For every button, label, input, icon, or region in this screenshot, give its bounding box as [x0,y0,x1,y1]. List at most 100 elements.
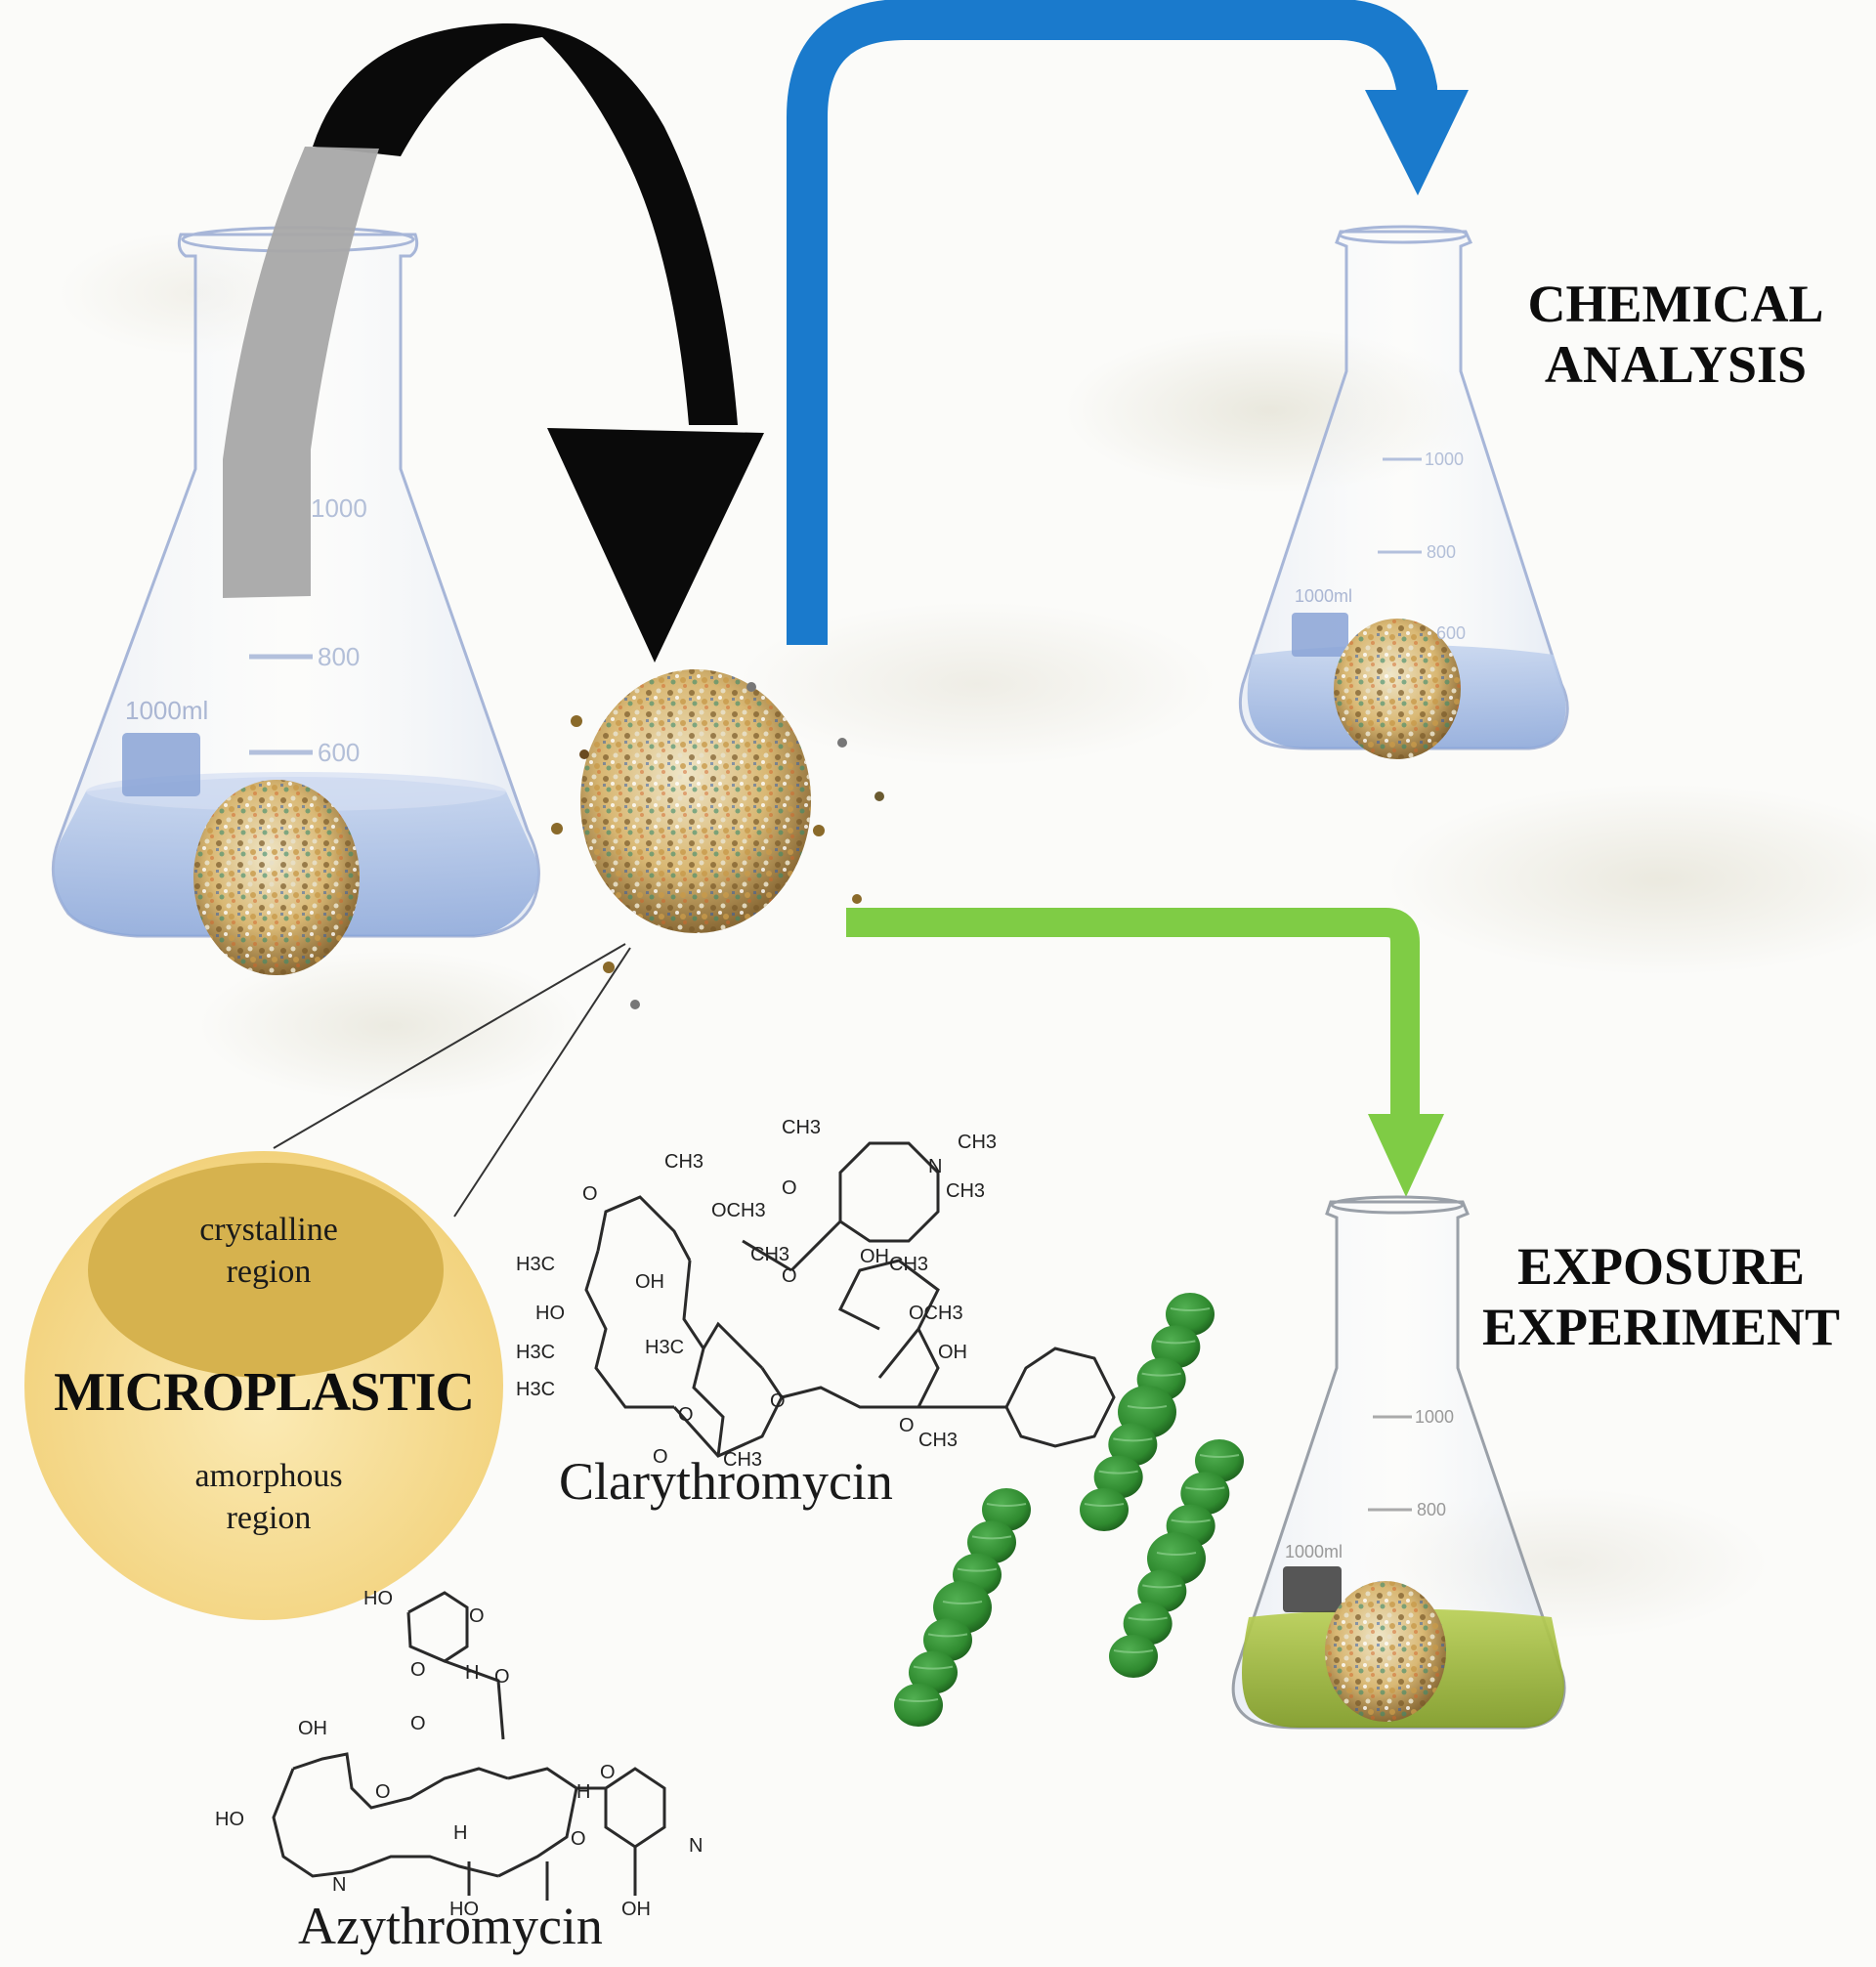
chem-ch3: CH3 [946,1180,985,1202]
blue-analysis-arrow [787,0,1469,645]
particle [579,749,589,759]
algae-cell [1180,1472,1230,1516]
arrow-tail-ribbon [223,147,379,598]
algae-cell-septum [1156,1340,1196,1345]
bond [1004,1347,1116,1448]
chem-o: O [678,1404,694,1426]
algae-cell-septum [913,1665,954,1670]
chem-o: O [782,1177,797,1199]
algae-cell [982,1488,1031,1531]
exposure-experiment-label: EXPOSURE EXPERIMENT [1456,1236,1866,1357]
analysis-flask-capacity: 1000ml [1295,586,1353,606]
particle [813,825,825,836]
particle [571,715,582,727]
algae-cell-septum [1128,1616,1168,1621]
green-exposure-arrow [846,908,1444,1197]
zoom-line [273,943,626,1149]
chem-oh: OH [860,1246,889,1267]
azithromycin-name: Azythromycin [298,1897,603,1955]
algae-cell-septum [1113,1437,1153,1442]
algae-cell-septum [942,1601,983,1604]
bond [272,1768,499,1878]
crystalline-line-1: crystalline [199,1212,338,1248]
amorphous-region-label: amorphous region [127,1456,410,1539]
chem-n: N [689,1835,703,1857]
exposure-experiment-line-1: EXPOSURE [1516,1237,1806,1296]
analysis-flask-tick-600: 600 [1436,623,1467,643]
chem-oh: OH [938,1342,967,1363]
algae-cell [1123,1602,1172,1646]
chem-ch3: CH3 [723,1449,762,1471]
particle [746,682,756,692]
particle [603,962,615,973]
arrow-head [1368,1114,1444,1197]
flask-label-patch [1292,613,1348,657]
algae-cell-septum [986,1503,1027,1507]
algae-cell [909,1650,958,1694]
clarithromycin-name: Clarythromycin [559,1452,893,1511]
arrow-shaft [846,908,1420,1124]
bond [596,1195,692,1261]
left-flask-tick-1000: 1000 [311,493,367,523]
exposure-flask-tick-1000: 1000 [1415,1407,1455,1427]
particle [874,791,884,801]
algae-cell [1109,1635,1158,1678]
bond [584,1250,674,1409]
microplastic-title: MICROPLASTIC [54,1362,475,1423]
bond [742,1239,792,1272]
chem-ch3: CH3 [782,1117,821,1138]
bond [838,1141,940,1243]
chem-h3c: H3C [516,1379,555,1400]
chem-och3: OCH3 [711,1200,766,1221]
azithromycin-structure [272,1591,666,1901]
chemical-analysis-label: CHEMICAL ANALYSIS [1495,274,1856,395]
chem-h: H [465,1662,479,1684]
analysis-flask [1238,225,1569,759]
flask-label-patch [122,733,200,796]
algae-cell-septum [1171,1518,1211,1523]
arrow-head [1365,90,1469,195]
exposure-flask-capacity: 1000ml [1285,1542,1343,1561]
left-flask-tick-600: 600 [318,738,361,767]
chem-h3c: H3C [516,1342,555,1363]
algae-cell-septum [1199,1454,1240,1458]
chem-ch3: CH3 [958,1132,997,1153]
chem-ho: HO [535,1303,565,1324]
algae-cell-septum [1170,1307,1211,1311]
algae-cell-septum [1156,1552,1197,1556]
central-microplastic [273,669,884,1218]
bond [789,1219,842,1272]
bond [702,1321,764,1370]
microplastic-detail [24,1151,503,1620]
flask-label-patch [1283,1566,1342,1612]
chem-oh: OH [621,1899,651,1920]
chem-o: O [770,1390,786,1412]
chem-h: H [453,1822,467,1844]
algae-cell-septum [1113,1649,1154,1653]
analysis-flask-tick-1000: 1000 [1425,449,1465,469]
zoom-line [453,947,631,1218]
bond [576,1767,666,1849]
chem-ho: HO [215,1809,244,1830]
chem-ch3: CH3 [889,1254,928,1275]
exposure-flask [1231,1195,1566,1730]
algae-cell-septum [1142,1584,1182,1589]
bond [781,1328,940,1409]
chem-oh: OH [298,1718,327,1739]
bond [837,1259,940,1379]
microplastic-texture [580,669,811,933]
crystalline-region-label: crystalline region [127,1210,410,1293]
algae-cell-septum [1185,1486,1225,1491]
algae-cell-septum [1127,1405,1168,1409]
chem-ch3: CH3 [664,1151,704,1173]
microplastic-texture [1325,1581,1446,1722]
chem-o: O [600,1762,616,1783]
chem-o: O [494,1666,510,1688]
microplastic-texture [1334,619,1461,759]
algae-cell [1195,1439,1244,1482]
chem-o: O [582,1183,598,1205]
chem-ho: HO [449,1899,479,1920]
algae-cell-septum [1098,1470,1138,1475]
flask-rim [1330,1195,1465,1215]
